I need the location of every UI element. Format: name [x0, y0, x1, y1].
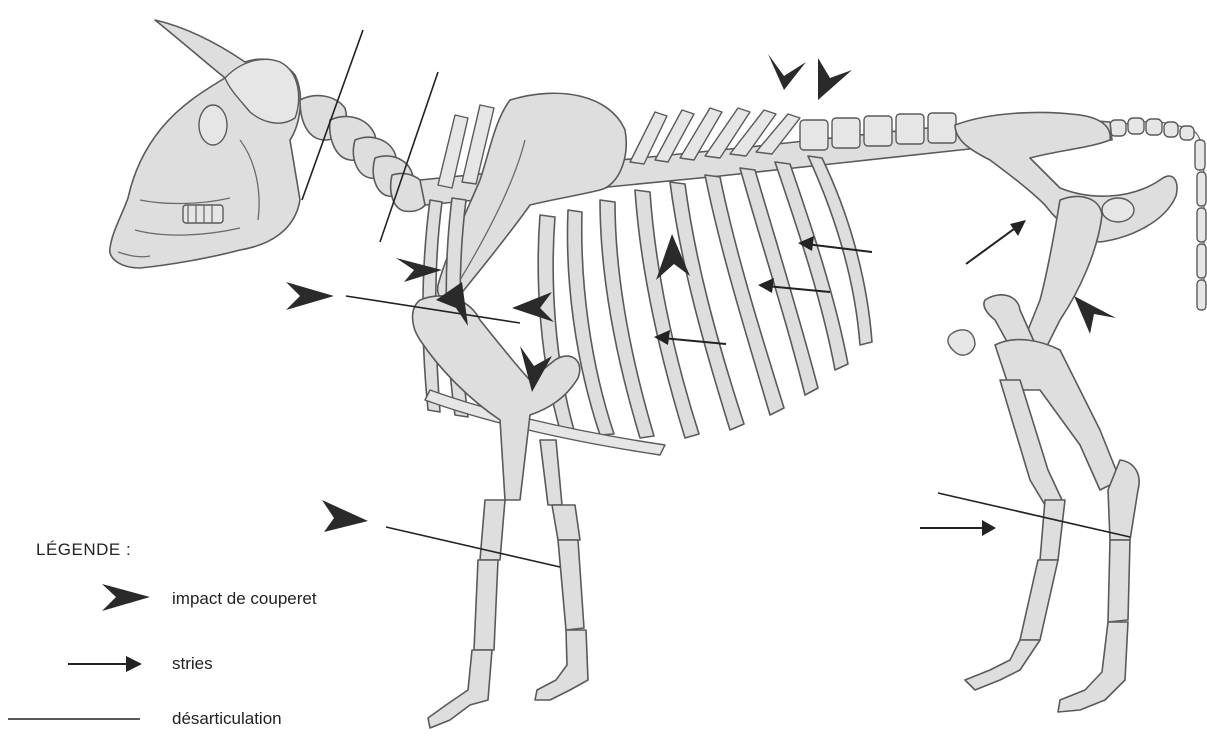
striation-arrow: [966, 220, 1026, 264]
disarticulation-line: [386, 527, 560, 567]
legend-label-cleaver-impact: impact de couperet: [172, 589, 317, 608]
skeleton: [110, 20, 1206, 728]
legend-label-disarticulation: désarticulation: [172, 709, 282, 728]
cleaver-impact-icon: [322, 500, 368, 532]
skull: [110, 20, 301, 268]
cleaver-impact-icon: [1074, 296, 1116, 334]
obturator-foramen: [1102, 198, 1134, 222]
striation-markers: [654, 220, 1026, 536]
striation-arrow: [920, 520, 996, 536]
legend-title: LÉGENDE :: [36, 540, 131, 559]
cleaver-impact-icon: [818, 58, 852, 100]
forelimbs: [413, 296, 589, 728]
disarticulation-line: [938, 493, 1130, 537]
cleaver-impact-icon: [286, 282, 334, 310]
legend-label-striation: stries: [172, 654, 213, 673]
legend-cleaver-impact-icon: [102, 584, 150, 611]
cleaver-impact-icon: [768, 54, 806, 90]
hindlimbs: [948, 196, 1139, 712]
legend-striation-arrow-icon: [68, 656, 142, 672]
legend: LÉGENDE : impact de couperet stries désa…: [8, 540, 317, 728]
patella: [948, 330, 975, 355]
